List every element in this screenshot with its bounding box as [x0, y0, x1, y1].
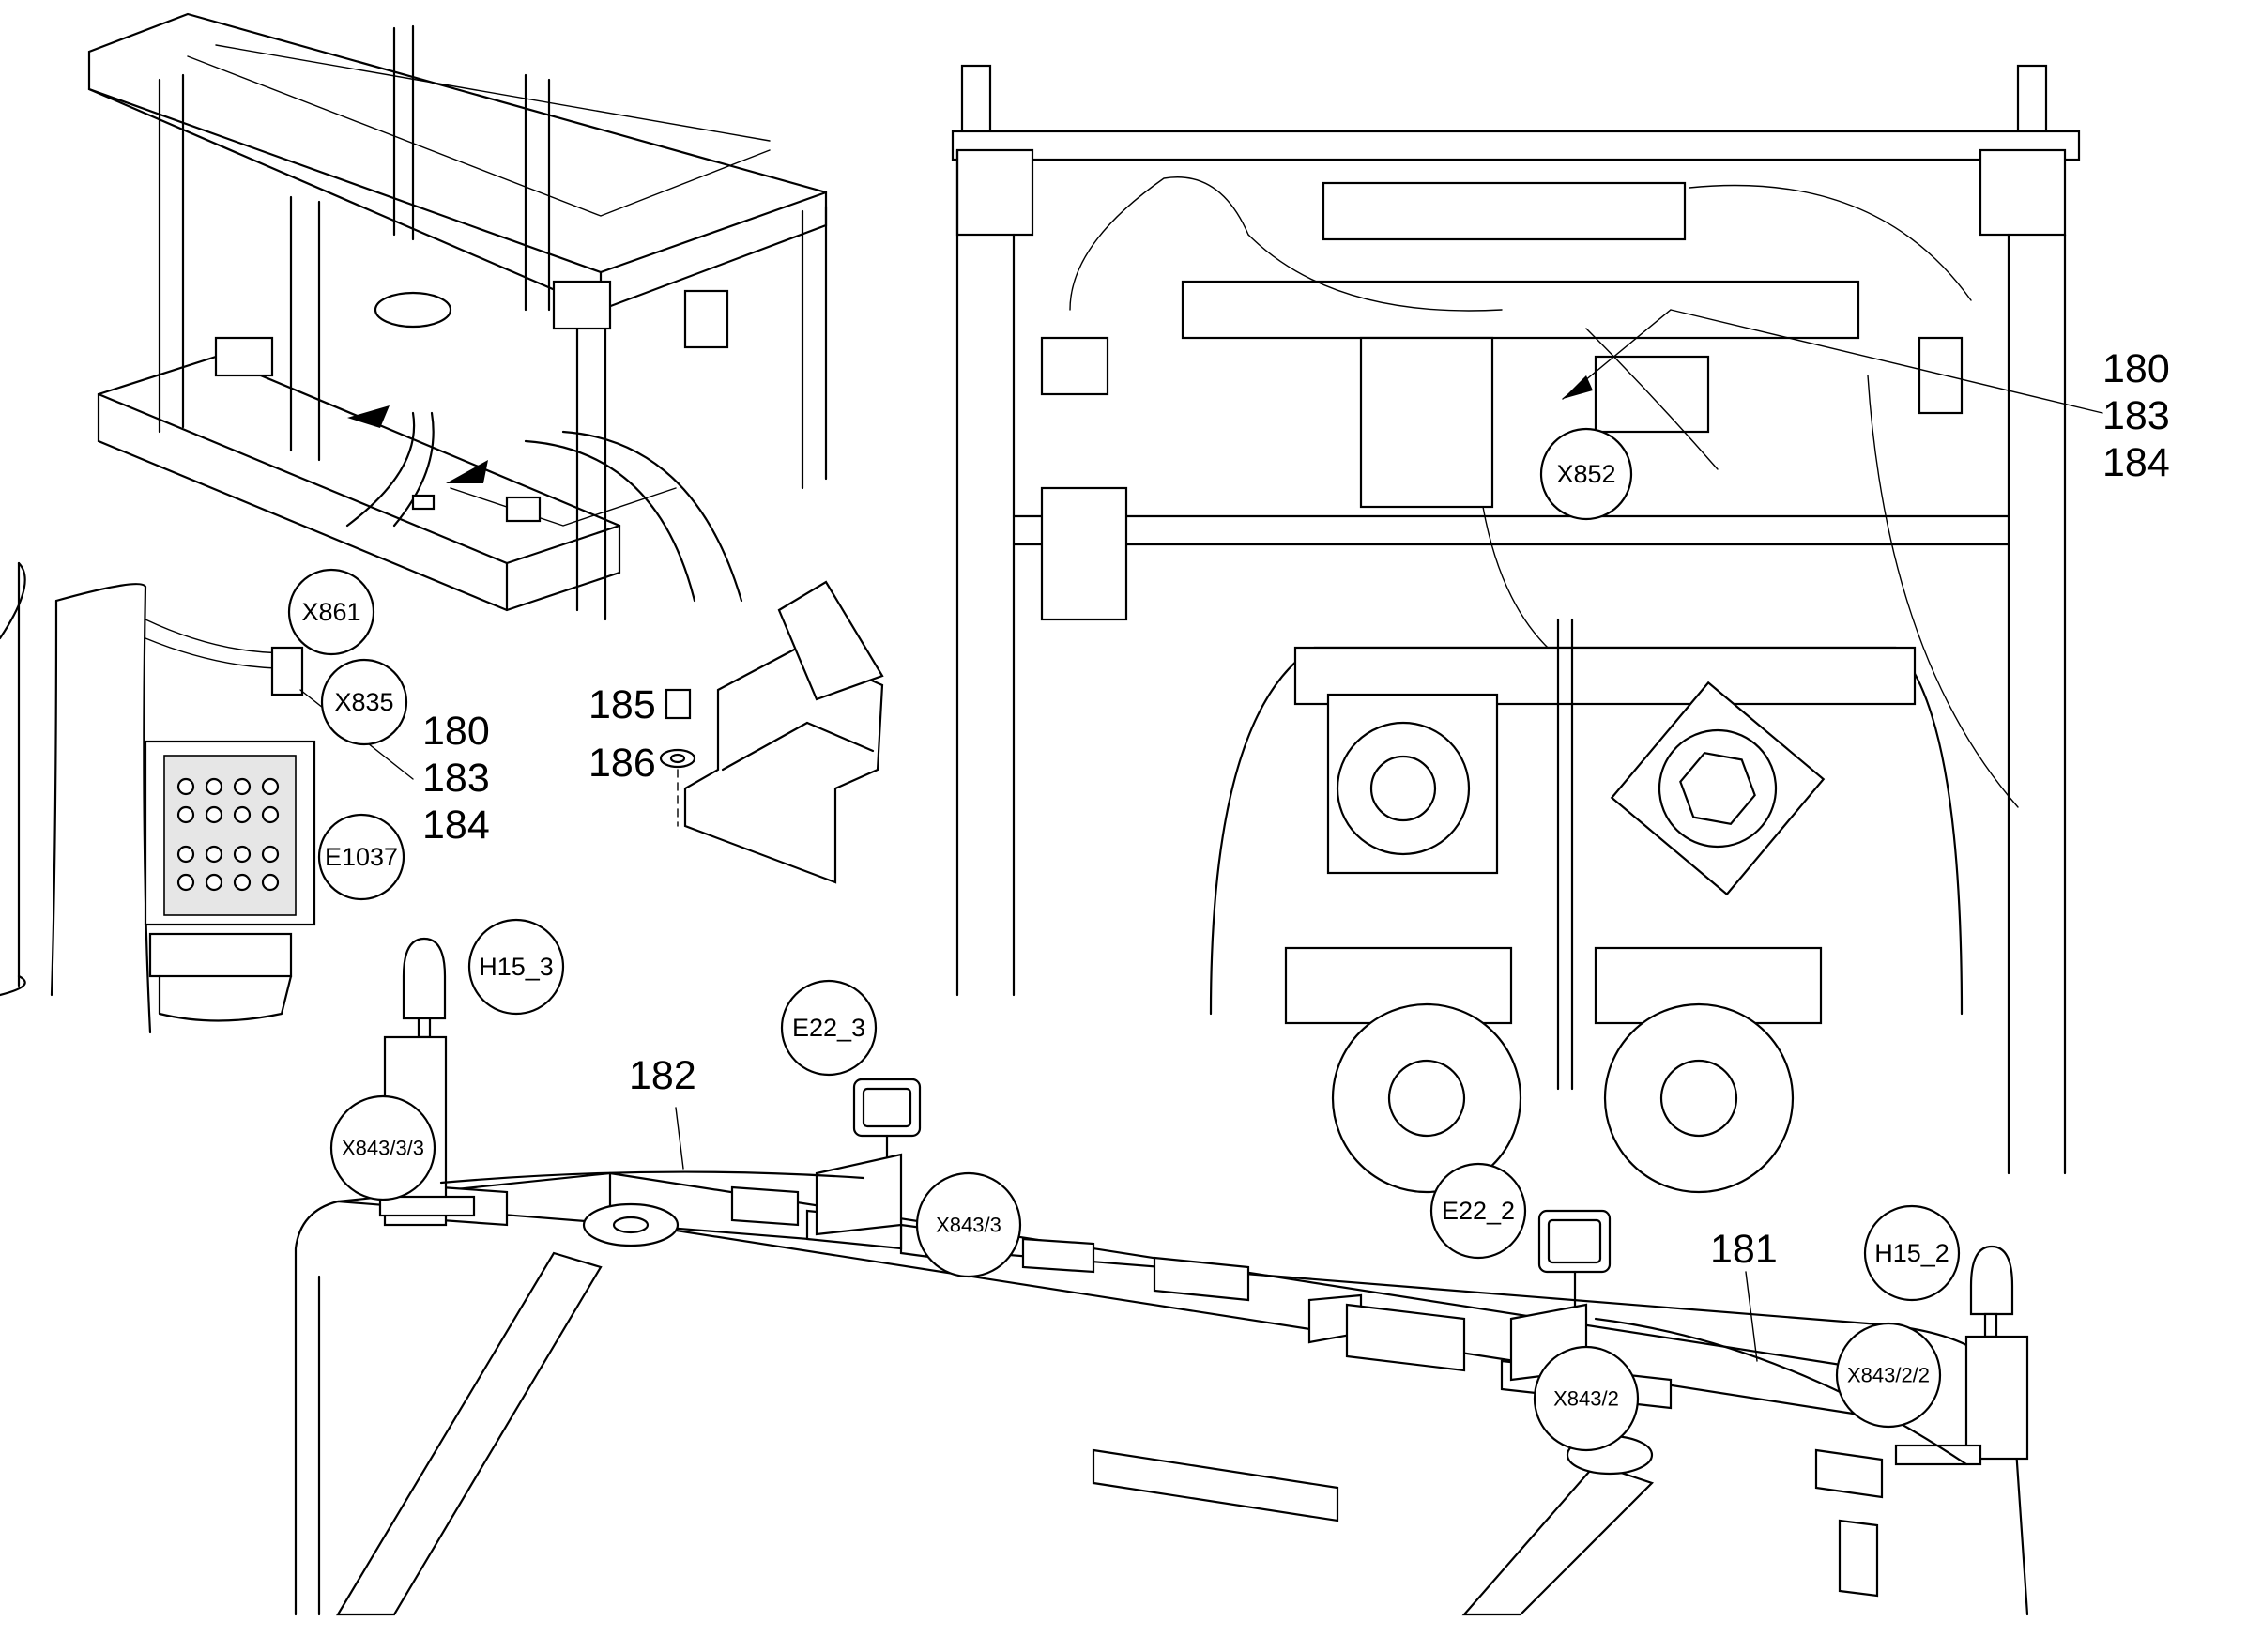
cable-181	[1594, 1317, 1968, 1466]
pos-186: 186	[588, 741, 656, 786]
label-h15-2: H15_2	[1874, 1239, 1949, 1267]
bracket-detail	[659, 580, 884, 884]
label-e22-3: E22_3	[792, 1014, 865, 1042]
beacon-h15-2	[1894, 1245, 2029, 1466]
connector-box-detail	[0, 561, 414, 1034]
pos-183-left: 183	[422, 756, 490, 801]
callout-x843-3: X843/3	[915, 1171, 1022, 1278]
rear-cabinet-view	[951, 64, 2081, 1194]
callout-x835: X835	[320, 658, 408, 746]
leader-lines	[675, 309, 2103, 1362]
label-x843-3: X843/3	[936, 1214, 1001, 1237]
pos-181: 181	[1710, 1227, 1778, 1272]
label-x843-2: X843/2	[1553, 1387, 1619, 1411]
isometric-frame-view	[87, 12, 828, 621]
label-x852: X852	[1556, 460, 1615, 488]
label-h15-3: H15_3	[479, 953, 554, 981]
callout-x843-3-3: X843/3/3	[329, 1094, 436, 1201]
callout-e22-2: E22_2	[1429, 1162, 1527, 1260]
work-lamp-e22-2	[1509, 1209, 1612, 1382]
callout-x843-2-2: X843/2/2	[1835, 1322, 1942, 1429]
pos-184-right: 184	[2102, 440, 2170, 485]
callout-e22-3: E22_3	[780, 979, 878, 1077]
label-e22-2: E22_2	[1442, 1197, 1515, 1225]
callout-h15-2: H15_2	[1863, 1204, 1961, 1302]
label-x835: X835	[334, 688, 393, 716]
cable-182	[439, 1170, 865, 1185]
label-x861: X861	[301, 598, 360, 626]
callout-x843-2: X843/2	[1533, 1345, 1640, 1452]
position-group-right: 180 183 184	[2102, 346, 2170, 485]
callout-x852: X852	[1539, 427, 1633, 521]
pos-182: 182	[629, 1053, 696, 1098]
pos-180-left: 180	[422, 709, 490, 754]
pos-184-left: 184	[422, 803, 490, 848]
label-x843-2-2: X843/2/2	[1847, 1364, 1930, 1387]
terminal-grid	[176, 777, 280, 892]
callout-x861: X861	[287, 568, 375, 656]
label-x843-3-3: X843/3/3	[342, 1137, 424, 1160]
work-lamp-e22-3	[815, 1078, 922, 1236]
pos-185: 185	[588, 682, 656, 727]
pos-183-right: 183	[2102, 393, 2170, 438]
callout-e1037: E1037	[317, 813, 405, 901]
pos-180-right: 180	[2102, 346, 2170, 391]
label-e1037: E1037	[325, 843, 398, 871]
callout-h15-3: H15_3	[467, 918, 565, 1016]
position-group-left: 180 183 184	[422, 709, 490, 848]
